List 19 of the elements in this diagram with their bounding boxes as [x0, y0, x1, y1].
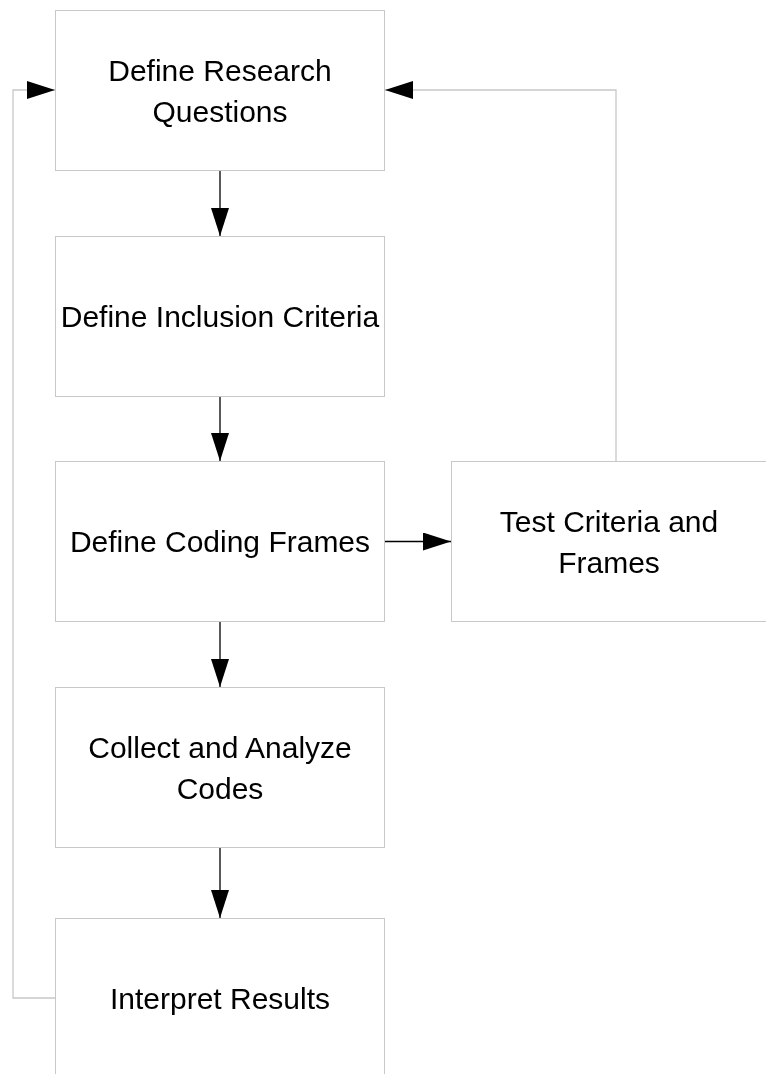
box-label: Define Inclusion Criteria — [60, 299, 380, 335]
arrow — [384, 532, 452, 551]
process-box — [55, 10, 385, 171]
process-box — [55, 236, 385, 397]
box-label: Define Research Questions — [107, 52, 333, 130]
process-box — [55, 918, 385, 1074]
box-label: Collect and Analyze Codes — [87, 729, 353, 807]
box-label: Test Criteria and Frames — [498, 503, 720, 581]
arrow — [384, 81, 617, 462]
box-label: Interpret Results — [109, 980, 331, 1017]
arrow — [211, 396, 229, 462]
box-label: Define Coding Frames — [69, 524, 371, 560]
arrow — [12, 81, 56, 999]
arrow — [211, 847, 229, 919]
arrow — [211, 170, 229, 237]
arrow — [211, 621, 229, 688]
process-box — [451, 461, 766, 622]
process-box — [55, 687, 385, 848]
process-box — [55, 461, 385, 622]
